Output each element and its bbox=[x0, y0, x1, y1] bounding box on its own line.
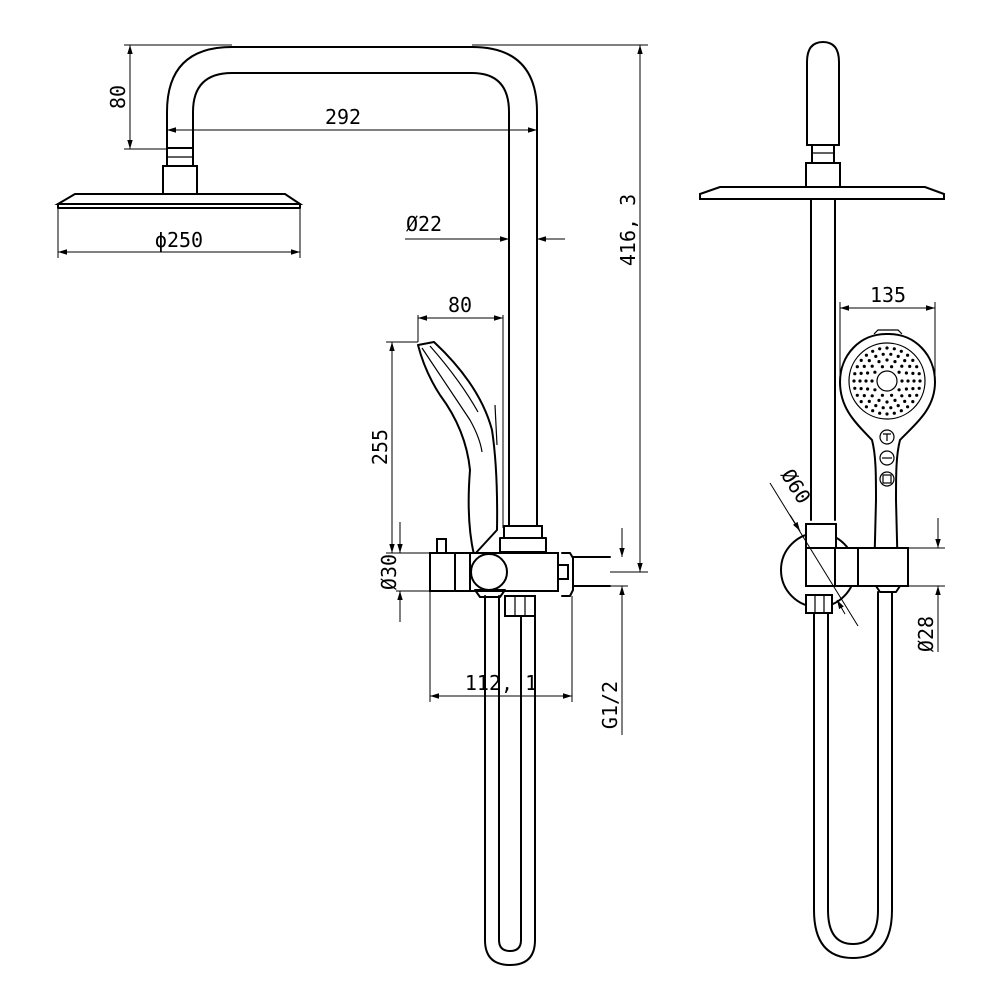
front-hose-nut bbox=[805, 594, 833, 614]
front-view bbox=[699, 40, 945, 959]
dim-hand-shower-length: 255 bbox=[368, 429, 392, 465]
dim-body-diameter: Ø30 bbox=[377, 554, 401, 590]
dim-flange-diameter: Ø60 bbox=[776, 465, 815, 508]
dimension-labels: 80 292 416, 3 ϕ250 Ø22 80 255 Ø30 112, 1… bbox=[106, 85, 938, 729]
dim-hand-shower-width: 135 bbox=[870, 283, 906, 307]
dim-overall-height: 416, 3 bbox=[616, 194, 640, 266]
dimension-lines bbox=[57, 44, 945, 735]
diverter-knob bbox=[470, 553, 508, 591]
dim-holder-diameter: Ø28 bbox=[914, 616, 938, 652]
hand-shower-front bbox=[838, 329, 937, 581]
side-view bbox=[54, 46, 611, 966]
dim-head-diameter: ϕ250 bbox=[155, 228, 203, 252]
dim-arm-height: 80 bbox=[106, 85, 130, 109]
dim-inlet-thread: G1/2 bbox=[598, 681, 622, 729]
rain-shower-head bbox=[54, 193, 304, 205]
front-head-nut bbox=[811, 144, 835, 164]
front-arm-top bbox=[806, 40, 840, 146]
dim-arm-reach: 292 bbox=[325, 105, 361, 129]
dim-hand-shower-offset: 80 bbox=[448, 293, 472, 317]
head-ball-joint bbox=[162, 165, 198, 195]
arm-connector bbox=[503, 525, 543, 539]
shower-arm bbox=[166, 46, 538, 529]
front-hose bbox=[813, 591, 893, 959]
spray-nozzles bbox=[852, 346, 922, 416]
wall-flange bbox=[557, 564, 569, 580]
shower-hose bbox=[484, 595, 536, 966]
front-top-knob bbox=[805, 523, 837, 549]
dim-body-length: 112, 1 bbox=[465, 671, 537, 695]
hose-nut bbox=[504, 595, 536, 617]
hand-shower-side bbox=[417, 341, 499, 556]
front-ball-joint bbox=[805, 162, 841, 188]
mixer-top-knob bbox=[436, 538, 447, 554]
arm-collar bbox=[499, 537, 547, 553]
dim-pipe-diameter: Ø22 bbox=[406, 212, 442, 236]
rain-head-front bbox=[699, 186, 945, 200]
